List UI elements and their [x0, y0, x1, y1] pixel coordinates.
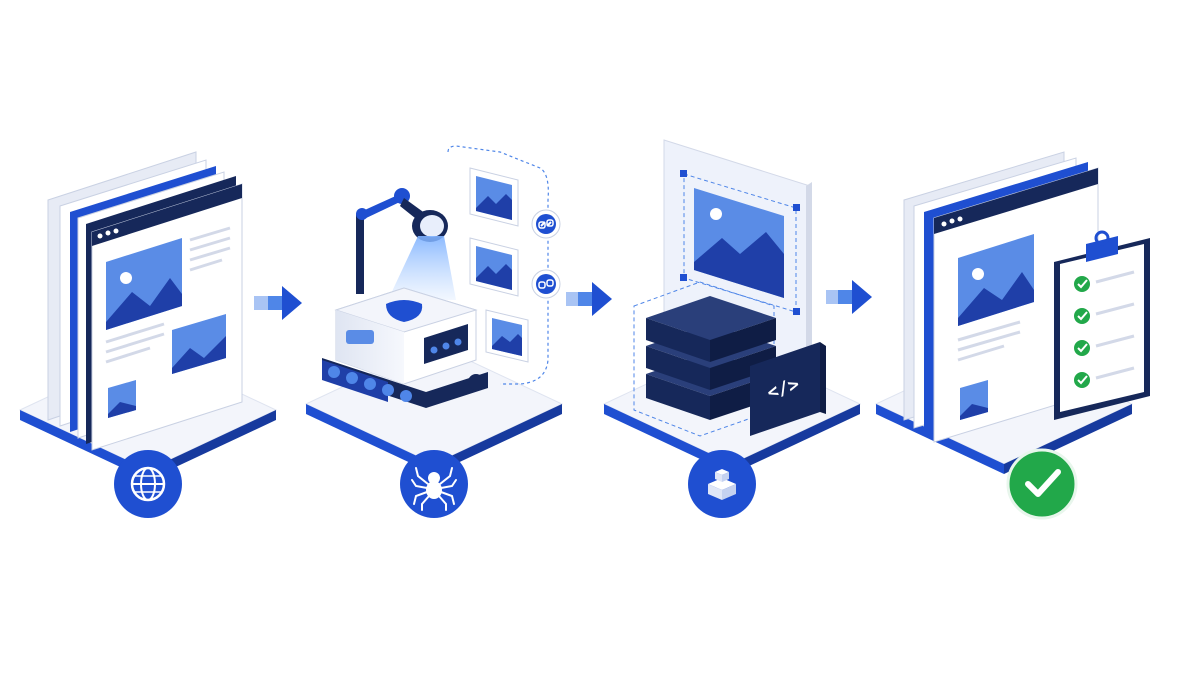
globe-icon	[114, 450, 182, 518]
link-icon	[531, 209, 561, 239]
checklist-item	[1074, 366, 1135, 388]
thumbnail-3	[485, 309, 529, 363]
arrow-1	[254, 286, 302, 320]
thumbnail-1	[469, 167, 519, 227]
thumbnail-2	[469, 237, 519, 297]
crawled-images	[469, 167, 561, 363]
spider-icon	[400, 450, 468, 518]
extraction-stack: </>	[633, 139, 826, 437]
checklist-item	[1074, 270, 1135, 292]
checklist-item	[1074, 302, 1135, 324]
link-icon	[531, 269, 561, 299]
code-tag-card: </>	[750, 342, 826, 436]
crawler-robot	[322, 145, 549, 408]
verified-pages	[903, 151, 1099, 443]
arrow-2	[566, 282, 612, 316]
checklist-clipboard	[1054, 230, 1150, 420]
block-icon	[688, 450, 756, 518]
checklist-item	[1074, 334, 1135, 356]
data-block	[646, 296, 776, 362]
web-pages-stack	[47, 151, 243, 451]
check-icon	[1006, 448, 1078, 520]
arrow-3	[826, 280, 872, 314]
